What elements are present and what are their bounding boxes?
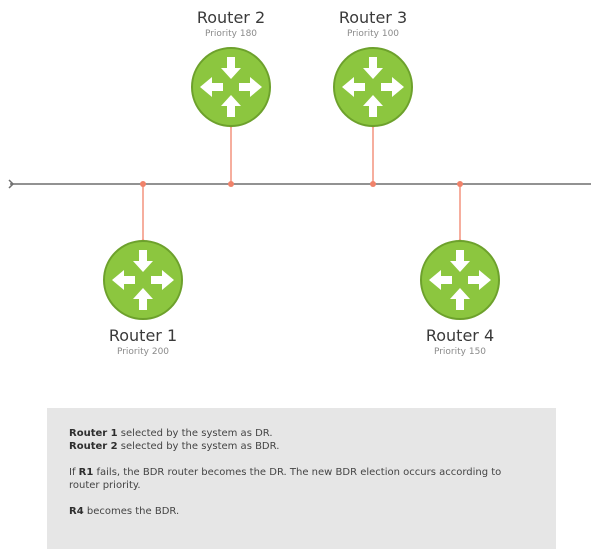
router-4-priority: Priority 150 [433, 347, 487, 357]
junction-router-1 [140, 181, 146, 187]
router-3-name: Router 3 [338, 8, 408, 27]
router-4-name: Router 4 [425, 326, 495, 345]
note-line-dr: Router 1 selected by the system as DR. [69, 427, 534, 440]
note-bdr-text: selected by the system as BDR. [117, 441, 280, 452]
router-icon [191, 47, 271, 127]
note-new-bdr-router: R4 [69, 506, 84, 517]
router-2-name: Router 2 [196, 8, 266, 27]
note-line-bdr: Router 2 selected by the system as BDR. [69, 440, 534, 453]
router-icon [420, 240, 500, 320]
election-note-box: Router 1 selected by the system as DR. R… [47, 408, 556, 549]
note-line-failover: If R1 fails, the BDR router becomes the … [69, 466, 534, 492]
note-failover-prefix: If [69, 467, 79, 478]
chevron-right-icon [8, 179, 15, 189]
junction-router-2 [228, 181, 234, 187]
router-icon [103, 240, 183, 320]
note-dr-router: Router 1 [69, 428, 118, 439]
note-line-new-bdr: R4 becomes the BDR. [69, 505, 534, 518]
note-bdr-router: Router 2 [69, 441, 118, 452]
router-3-priority: Priority 100 [346, 29, 400, 39]
router-1-priority: Priority 200 [116, 347, 170, 357]
note-failover-router: R1 [78, 467, 94, 478]
router-icon [333, 47, 413, 127]
router-2-priority: Priority 180 [204, 29, 258, 39]
router-1-name: Router 1 [108, 326, 178, 345]
junction-router-4 [457, 181, 463, 187]
note-new-bdr-text: becomes the BDR. [83, 506, 180, 517]
note-dr-text: selected by the system as DR. [117, 428, 273, 439]
junction-router-3 [370, 181, 376, 187]
note-failover-text: fails, the BDR router becomes the DR. Th… [69, 467, 502, 491]
